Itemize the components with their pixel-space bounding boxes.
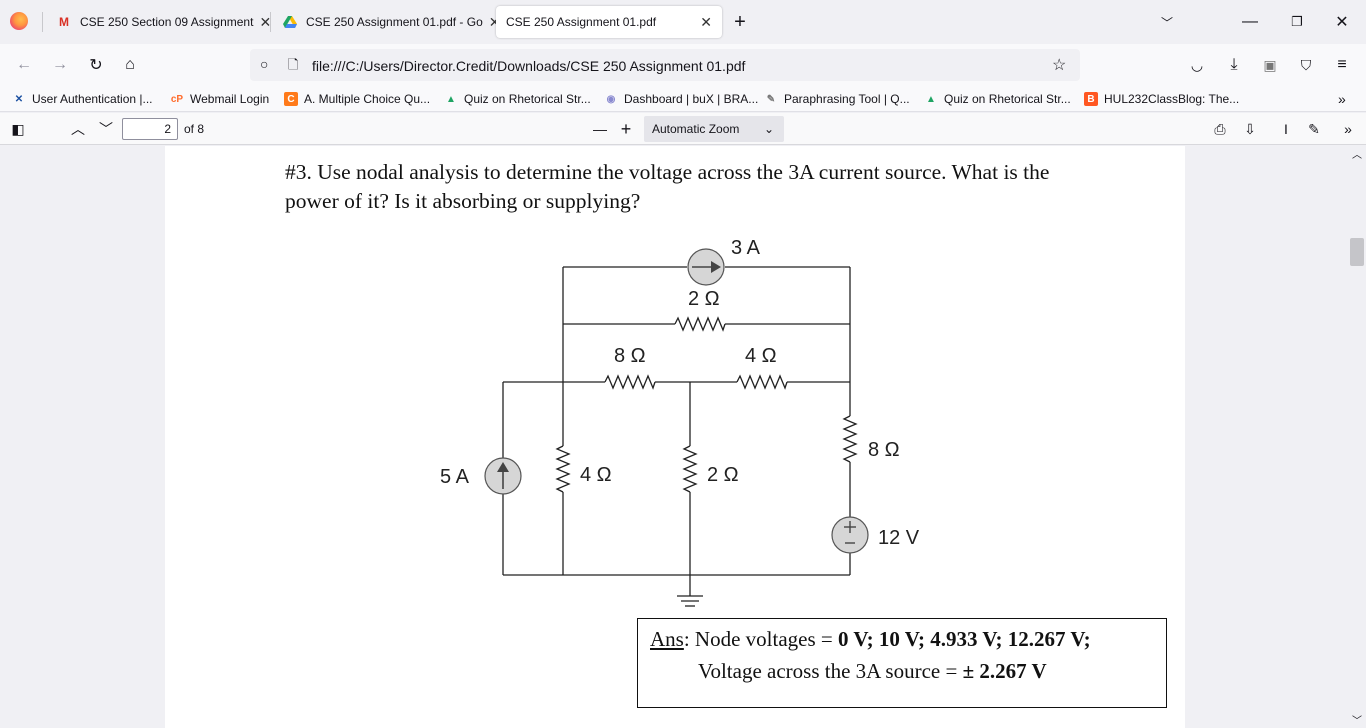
label-r-2-center: 2 Ω	[707, 464, 739, 486]
bookmark-item[interactable]: C A. Multiple Choice Qu...	[284, 90, 430, 108]
bookmark-item[interactable]: ◉ Dashboard | buX | BRA...	[604, 90, 759, 108]
tools-menu-icon[interactable]: »	[1344, 121, 1352, 137]
vertical-scrollbar[interactable]: ︿ ﹀	[1348, 146, 1366, 728]
bookmark-item[interactable]: B HUL232ClassBlog: The...	[1084, 90, 1239, 108]
tab-label: CSE 250 Section 09 Assignment	[80, 15, 254, 29]
next-page-icon[interactable]: ﹀	[99, 121, 113, 137]
page-icon: 🗋	[288, 57, 299, 72]
current-source-3a	[687, 248, 725, 286]
restore-button[interactable]: ❐	[1291, 14, 1303, 29]
bookmarks-bar: ✕ User Authentication |... cP Webmail Lo…	[0, 86, 1366, 112]
app-menu-icon[interactable]: ≡	[1337, 56, 1347, 73]
drive-icon: ▲	[446, 93, 456, 105]
tab-label: CSE 250 Assignment 01.pdf	[506, 15, 657, 29]
minimize-button[interactable]: —	[1242, 13, 1258, 30]
bookmark-item[interactable]: ✕ User Authentication |...	[12, 90, 153, 108]
voltage-source-12v	[831, 516, 869, 554]
close-tab-icon[interactable]: ✕	[700, 13, 712, 30]
drive-icon: ▲	[926, 93, 936, 105]
question-text: #3. Use nodal analysis to determine the …	[285, 160, 1050, 213]
zoom-select[interactable]: Automatic Zoom ⌄	[644, 116, 784, 142]
answer-line-2: Voltage across the 3A source = ± 2.267 V	[698, 659, 1047, 683]
text-tool-icon[interactable]: I	[1284, 121, 1288, 137]
bookmark-item[interactable]: ▲ Quiz on Rhetorical Str...	[924, 90, 1071, 108]
extension-icon[interactable]: ▣	[1263, 56, 1277, 73]
close-tab-icon[interactable]: ✕	[259, 13, 272, 30]
gmail-icon: M	[59, 15, 69, 29]
chevron-down-icon: ⌄	[763, 122, 774, 136]
scrollbar-thumb[interactable]	[1350, 238, 1364, 266]
nav-bar: ← → ↻ ⌂ ○ 🗋 file:///C:/Users/Director.Cr…	[0, 44, 1366, 86]
sidebar-toggle-icon[interactable]: ◧	[11, 120, 25, 137]
label-r-4-left: 4 Ω	[580, 464, 612, 486]
bux-icon: ◉	[606, 93, 616, 105]
label-3a: 3 A	[731, 237, 761, 259]
ublock-icon[interactable]: ⛉	[1300, 56, 1312, 73]
tab-label: CSE 250 Assignment 01.pdf - Go	[306, 15, 483, 29]
close-tab-icon[interactable]: ✕	[488, 13, 501, 30]
url-bar[interactable]: ○ 🗋 file:///C:/Users/Director.Credit/Dow…	[250, 49, 1080, 81]
zoom-out-button[interactable]: —	[593, 121, 607, 137]
cpanel-icon: cP	[170, 93, 184, 105]
home-icon[interactable]: ⌂	[125, 56, 135, 73]
more-bookmarks-chevron-icon[interactable]: »	[1338, 91, 1346, 107]
draw-tool-icon[interactable]: ✎	[1308, 120, 1320, 137]
pdf-page: #3. Use nodal analysis to determine the …	[165, 146, 1185, 728]
scroll-down-icon[interactable]: ﹀	[1352, 716, 1362, 727]
blogger-icon: B	[1084, 92, 1098, 106]
print-icon[interactable]: ⎙	[1214, 120, 1226, 137]
new-tab-button[interactable]: +	[734, 10, 746, 33]
scroll-up-icon[interactable]: ︿	[1352, 150, 1362, 161]
label-r-8-right: 8 Ω	[868, 439, 900, 461]
tab-active-pdf[interactable]: CSE 250 Assignment 01.pdf ✕	[496, 6, 722, 38]
pocket-icon[interactable]: ◡	[1190, 56, 1204, 73]
circuit-diagram: 3 A 2 Ω 8 Ω 4 Ω 8 Ω 5 A 4 Ω 2 Ω 12 V	[440, 237, 920, 607]
bookmark-item[interactable]: cP Webmail Login	[170, 92, 270, 106]
label-r-8-mid: 8 Ω	[614, 345, 646, 367]
label-12v: 12 V	[878, 527, 920, 549]
label-r-4-mid: 4 Ω	[745, 345, 777, 367]
zoom-in-button[interactable]: +	[620, 118, 632, 139]
download-icon[interactable]: ⤓	[1230, 56, 1238, 73]
previous-page-icon[interactable]: ︿	[71, 121, 85, 137]
shield-icon[interactable]: ○	[260, 56, 269, 72]
page-number-input[interactable]: 2	[122, 118, 178, 140]
quiz-c-icon: C	[284, 92, 298, 106]
close-window-button[interactable]: ✕	[1335, 14, 1349, 31]
label-5a: 5 A	[440, 466, 470, 488]
reload-icon[interactable]: ↻	[89, 57, 103, 74]
drive-icon	[282, 14, 298, 30]
answer-box: Ans: Node voltages = 0 V; 10 V; 4.933 V;…	[637, 618, 1167, 708]
bookmark-item[interactable]: ▲ Quiz on Rhetorical Str...	[444, 90, 591, 108]
pen-icon: ✎	[766, 93, 776, 105]
pdf-toolbar: ◧ ︿ ﹀ 2 of 8 — + Automatic Zoom ⌄ ⎙ ⇩ I …	[0, 113, 1366, 145]
tab-bar: M CSE 250 Section 09 Assignment ✕ CSE 25…	[0, 0, 1366, 44]
url-text[interactable]: file:///C:/Users/Director.Credit/Downloa…	[312, 58, 746, 74]
label-r-top: 2 Ω	[688, 288, 720, 310]
list-tabs-chevron-icon[interactable]: ﹀	[1160, 15, 1173, 30]
bookmark-star-icon[interactable]: ☆	[1052, 57, 1067, 74]
answer-line-1: Ans: Node voltages = 0 V; 10 V; 4.933 V;…	[650, 627, 1091, 651]
page-total-label: of 8	[184, 122, 205, 136]
save-icon[interactable]: ⇩	[1244, 120, 1256, 137]
back-arrow-icon[interactable]: ←	[16, 56, 32, 73]
current-source-5a	[484, 457, 522, 495]
forward-arrow-icon[interactable]: →	[52, 56, 68, 73]
pdf-viewer[interactable]: #3. Use nodal analysis to determine the …	[0, 146, 1366, 728]
auth-icon: ✕	[14, 93, 24, 105]
bookmark-item[interactable]: ✎ Paraphrasing Tool | Q...	[764, 90, 910, 108]
tab-drive-pdf[interactable]: CSE 250 Assignment 01.pdf - Go ✕	[272, 6, 501, 38]
tab-gmail[interactable]: M CSE 250 Section 09 Assignment ✕	[46, 6, 272, 38]
firefox-menu-icon[interactable]	[10, 12, 28, 30]
